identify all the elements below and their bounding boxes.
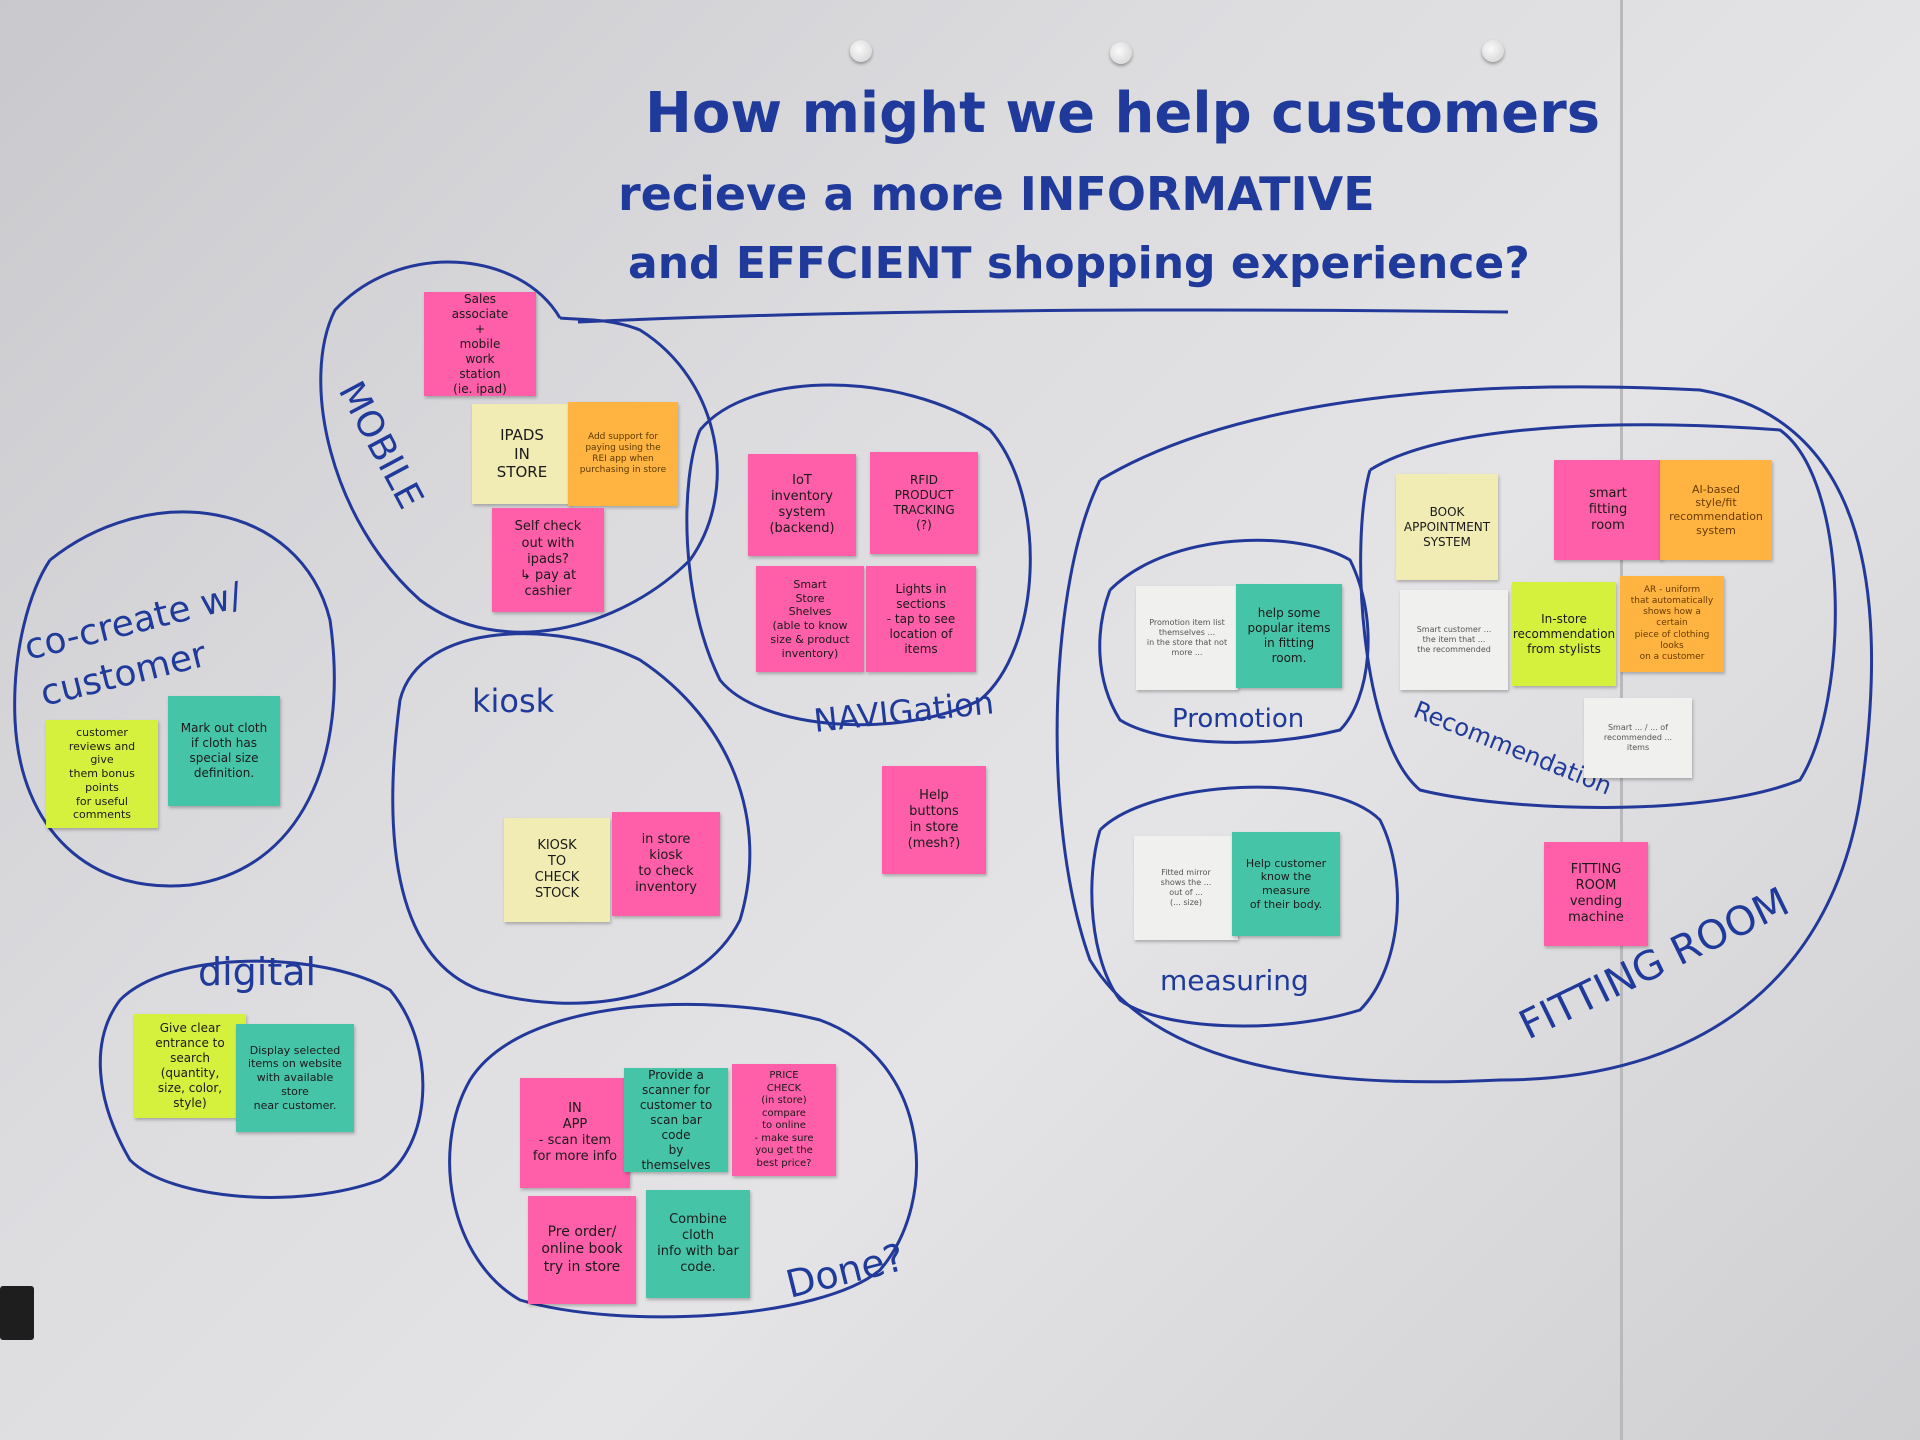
cluster-label-digital: digital bbox=[198, 950, 316, 994]
question-line-2: recieve a more INFORMATIVE bbox=[618, 167, 1375, 221]
sticky-note-give-clear-entrance: Give clear entrance to search (quantity,… bbox=[134, 1014, 246, 1118]
co-create-circle bbox=[13, 510, 336, 888]
sticky-note-ai-based: AI-based style/fit recommendation system bbox=[1660, 460, 1772, 560]
sticky-note-help-buttons: Help buttons in store (mesh?) bbox=[882, 766, 986, 874]
sticky-note-promotion-white: Promotion item list themselves ... in th… bbox=[1136, 586, 1238, 690]
recommendation-circle bbox=[1359, 423, 1837, 809]
cluster-label-kiosk: kiosk bbox=[472, 682, 555, 720]
sticky-note-price-check: PRICE CHECK (in store) compare to online… bbox=[732, 1064, 836, 1176]
magnet bbox=[850, 40, 872, 62]
navigation-circle bbox=[685, 383, 1032, 727]
sticky-note-in-store-recommendation: In-store recommendation from stylists bbox=[1512, 582, 1616, 686]
magnet bbox=[1482, 40, 1504, 62]
question-underline bbox=[577, 308, 1509, 324]
sticky-note-iot-inventory: IoT inventory system (backend) bbox=[748, 454, 856, 556]
sticky-note-in-app-scan: IN APP - scan item for more info bbox=[520, 1078, 630, 1188]
sticky-note-combine-cloth: Combine cloth info with bar code. bbox=[646, 1190, 750, 1298]
sticky-note-recommend-white: Smart customer ... the item that ... the… bbox=[1400, 590, 1508, 690]
promotion-circle bbox=[1098, 538, 1370, 744]
done-circle bbox=[448, 1002, 918, 1319]
digital-circle bbox=[98, 959, 425, 1199]
sticky-note-ipads-in-store: IPADS IN STORE bbox=[472, 404, 572, 504]
sticky-note-pre-order: Pre order/ online book try in store bbox=[528, 1196, 636, 1304]
sticky-note-kiosk-check-stock: KIOSK TO CHECK STOCK bbox=[504, 818, 610, 922]
sticky-note-sales-associate: Sales associate + mobile work station (i… bbox=[424, 292, 536, 396]
whiteboard-eraser bbox=[0, 1286, 34, 1340]
sticky-note-ai-uniform: AR - uniform that automatically shows ho… bbox=[1620, 576, 1724, 672]
sticky-note-in-store-kiosk: in store kiosk to check inventory bbox=[612, 812, 720, 916]
question-line-3: and EFFCIENT shopping experience? bbox=[628, 238, 1530, 289]
sticky-note-rfid-tracking: RFID PRODUCT TRACKING (?) bbox=[870, 452, 978, 554]
mobile-circle bbox=[319, 260, 719, 634]
sticky-note-provide-scanner: Provide a scanner for customer to scan b… bbox=[624, 1068, 728, 1172]
sticky-note-white-bottom-rec: Smart ... / ... of recommended ... items bbox=[1584, 698, 1692, 778]
sticky-note-smart-shelves: Smart Store Shelves (able to know size &… bbox=[756, 566, 864, 672]
sticky-note-display-selected: Display selected items on website with a… bbox=[236, 1024, 354, 1132]
magnet bbox=[1110, 42, 1132, 64]
measuring-circle bbox=[1090, 785, 1399, 1028]
sticky-note-customer-reviews: customer reviews and give them bonus poi… bbox=[46, 720, 158, 828]
fitting-room-circle bbox=[1055, 385, 1874, 1084]
cluster-label-measuring: measuring bbox=[1160, 964, 1309, 997]
sticky-note-measuring-white: Fitted mirror shows the ... out of ... (… bbox=[1134, 836, 1238, 940]
sticky-note-fitting-vending: FITTING ROOM vending machine bbox=[1544, 842, 1648, 946]
question-line-1: How might we help customers bbox=[645, 81, 1600, 146]
cluster-label-done: Done? bbox=[782, 1235, 909, 1307]
sticky-note-help-popular: help some popular items in fitting room. bbox=[1236, 584, 1342, 688]
sticky-note-add-support: Add support for paying using the REI app… bbox=[568, 402, 678, 506]
cluster-label-navigation: NAVIGation bbox=[812, 683, 996, 740]
sticky-note-book-appointment: BOOK APPOINTMENT SYSTEM bbox=[1396, 474, 1498, 580]
sticky-note-smart-fitting: smart fitting room bbox=[1554, 460, 1662, 560]
sticky-note-mark-out-cloth: Mark out cloth if cloth has special size… bbox=[168, 696, 280, 806]
sticky-note-help-measure: Help customer know the measure of their … bbox=[1232, 832, 1340, 936]
kiosk-circle bbox=[391, 632, 752, 1005]
sticky-note-self-check-out: Self check out with ipads? ↳ pay at cash… bbox=[492, 508, 604, 612]
cluster-label-mobile: MOBILE bbox=[330, 375, 431, 516]
sticky-note-lights-in-sections: Lights in sections - tap to see location… bbox=[866, 566, 976, 672]
cluster-label-promotion: Promotion bbox=[1172, 704, 1304, 734]
